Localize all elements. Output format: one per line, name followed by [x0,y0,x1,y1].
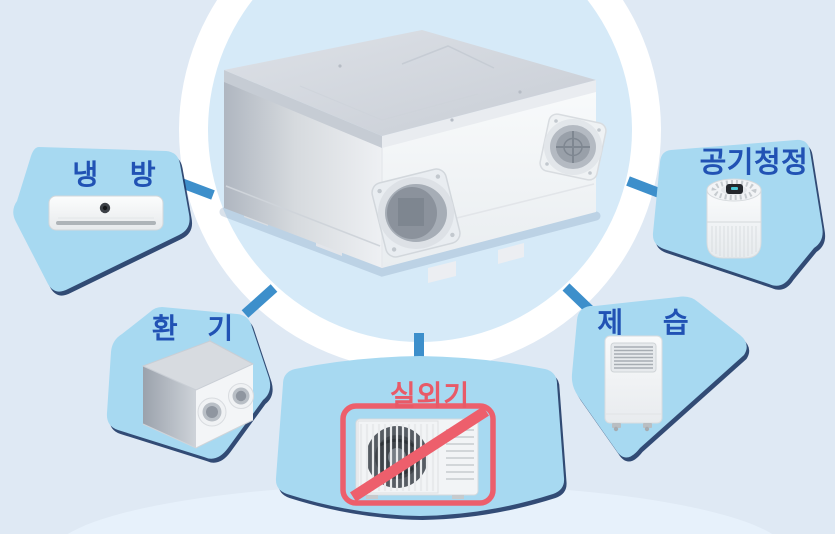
panel-label-air-purification: 공기청정 [700,146,809,179]
panel-labels: 냉 방 공기청정 환 기 실외기 제 습 [72,146,808,411]
dehumidifier-icon [604,335,663,432]
prohibition-sign [340,403,496,506]
duct-port-side-icon [539,113,607,181]
panel-label-ventilation: 환 기 [152,313,244,344]
panel-label-dehumidification: 제 습 [597,307,704,338]
duct-port-front-icon [371,168,461,258]
duct-ventilation-unit-icon [141,335,255,449]
wall-air-conditioner-icon [48,195,164,231]
air-purifier-icon [706,178,762,259]
heat-recovery-ventilator-icon [219,30,607,283]
connector-ventilation [241,284,278,318]
panel-label-outdoor-unit: 실외기 [390,380,470,411]
panel-label-cooling: 냉 방 [72,159,167,190]
